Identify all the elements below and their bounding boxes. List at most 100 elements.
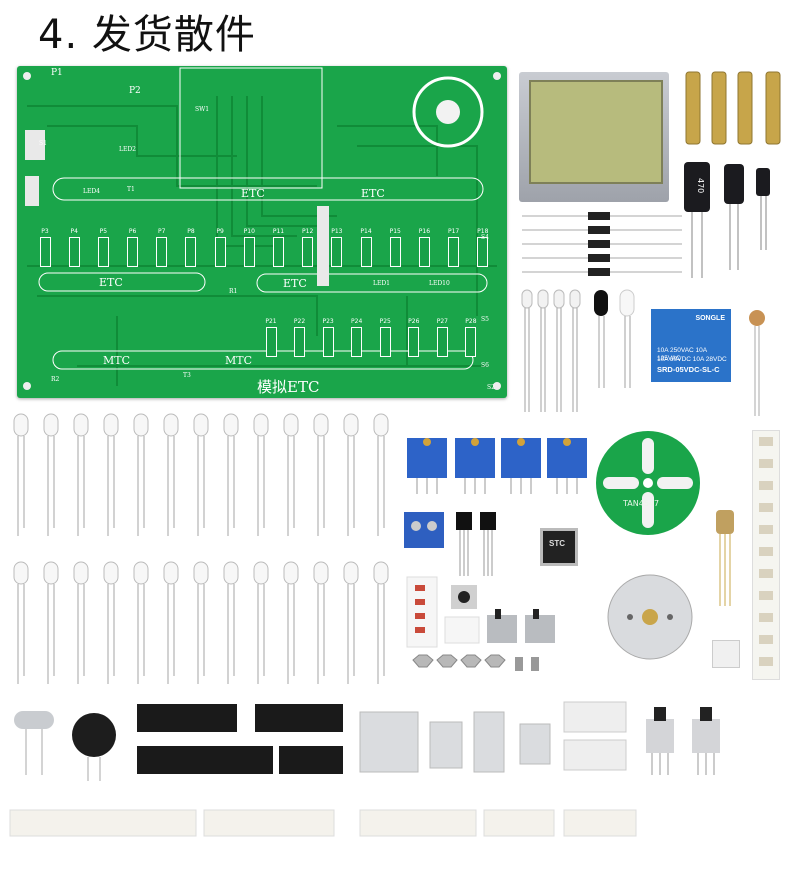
pcb-pad bbox=[243, 237, 255, 267]
disc-label: TAN4547 bbox=[622, 499, 659, 508]
encoder-disc: TAN4547 bbox=[596, 431, 700, 535]
pcb-pad-group: P7 bbox=[156, 228, 168, 267]
pcb-pad-label: P26 bbox=[408, 318, 420, 325]
led bbox=[163, 561, 179, 684]
pcb-pad-group: P9 bbox=[214, 228, 226, 267]
pcb-pad-label: P24 bbox=[351, 318, 363, 325]
led bbox=[223, 561, 239, 684]
led bbox=[343, 561, 359, 684]
led bbox=[43, 413, 59, 536]
pcb-small-label: LED2 bbox=[119, 146, 136, 153]
relay: SONGLE 10A 250VAC 10A 125VAC 10A 30VDC 1… bbox=[651, 309, 731, 382]
pcb-pad-label: P7 bbox=[158, 228, 166, 235]
pcb-pad-label: P5 bbox=[99, 228, 108, 235]
pcb-pad bbox=[389, 237, 401, 267]
relay-rating-2: 10A 30VDC 10A 28VDC bbox=[657, 356, 727, 363]
pcb-pad bbox=[127, 237, 139, 267]
pcb-label-etc-4: ETC bbox=[283, 277, 307, 290]
pcb-small-label: S2 bbox=[487, 384, 495, 391]
mcu-chip: STC bbox=[540, 528, 578, 566]
pcb-pad-group: P26 bbox=[408, 318, 420, 357]
pcb-small-label: R2 bbox=[51, 376, 60, 383]
pcb-pad bbox=[156, 237, 168, 267]
pcb-pad-label: P10 bbox=[243, 228, 255, 235]
led bbox=[163, 413, 179, 536]
pcb-pad-group: P10 bbox=[243, 228, 255, 267]
pcb-pad-group: P27 bbox=[436, 318, 448, 357]
pcb-pad bbox=[465, 327, 477, 357]
terminal-and-transistors bbox=[404, 512, 496, 576]
pcb-pad bbox=[331, 237, 343, 267]
pcb-pad-label: P21 bbox=[265, 318, 277, 325]
chip-label: STC bbox=[549, 539, 565, 548]
switches-and-buttons bbox=[406, 576, 555, 671]
led bbox=[13, 561, 29, 684]
pcb-small-label: S4 bbox=[481, 234, 489, 241]
led bbox=[253, 561, 269, 684]
pcb-pad-group: P5 bbox=[97, 228, 109, 267]
pcb-small-label: LED10 bbox=[429, 280, 450, 287]
led bbox=[283, 561, 299, 684]
pcb-pad-label: P3 bbox=[41, 228, 49, 235]
metal-can-sensor bbox=[716, 510, 734, 606]
pcb-label-main: 模拟ETC bbox=[257, 378, 320, 396]
pcb-pad-group: P28 bbox=[465, 318, 477, 357]
pcb-pad bbox=[408, 327, 420, 357]
bottom-smd-strips bbox=[9, 809, 637, 837]
electrolytic-capacitors: 470 bbox=[684, 162, 770, 278]
pcb-pad-label: P18 bbox=[477, 228, 489, 235]
led bbox=[193, 413, 209, 536]
pcb-pad-label: P13 bbox=[331, 228, 343, 235]
pcb-label-etc-1: ETC bbox=[241, 187, 265, 200]
lcd-module bbox=[519, 72, 669, 202]
pcb-pad-group: P15 bbox=[389, 228, 401, 267]
pcb-pad bbox=[39, 237, 51, 267]
pcb-small-label: S1 bbox=[39, 140, 47, 147]
pcb-pad bbox=[477, 237, 489, 267]
dc-motor bbox=[607, 574, 693, 660]
pcb-pad bbox=[418, 237, 430, 267]
pcb-pad-group: P22 bbox=[294, 318, 306, 357]
crystal-and-buzzer bbox=[14, 711, 116, 781]
push-buttons bbox=[646, 707, 720, 775]
pcb-pad bbox=[360, 237, 372, 267]
led bbox=[133, 413, 149, 536]
pcb-pad-label: P9 bbox=[216, 228, 224, 235]
led bbox=[103, 561, 119, 684]
pcb-pad bbox=[436, 327, 448, 357]
pcb-pad-label: P14 bbox=[360, 228, 372, 235]
brass-standoffs bbox=[685, 71, 781, 145]
pcb-label-mtc-1: MTC bbox=[103, 354, 131, 367]
pcb-label-etc-2: ETC bbox=[361, 187, 385, 200]
pcb-pad bbox=[214, 237, 226, 267]
pcb-pad bbox=[68, 237, 80, 267]
smd-tape-parts bbox=[359, 701, 627, 773]
pcb-pad-label: P11 bbox=[272, 228, 285, 235]
pcb-small-label: R1 bbox=[229, 288, 238, 295]
led bbox=[373, 413, 389, 536]
pcb-small-label: S5 bbox=[481, 316, 489, 323]
pcb-small-label: P1 bbox=[51, 68, 63, 78]
smd-strip-vertical bbox=[752, 430, 780, 680]
pcb-small-label: LED4 bbox=[83, 188, 100, 195]
pcb-pad-group: P6 bbox=[127, 228, 139, 267]
led bbox=[343, 413, 359, 536]
pcb-pad-label: P22 bbox=[293, 318, 306, 325]
pcb-pad bbox=[351, 327, 363, 357]
pcb-pad-group: P8 bbox=[185, 228, 197, 267]
led-rows bbox=[13, 413, 389, 684]
led bbox=[133, 561, 149, 684]
led bbox=[283, 413, 299, 536]
pcb-pad-label: P23 bbox=[322, 318, 334, 325]
relay-model: SRD-05VDC-SL-C bbox=[657, 365, 720, 374]
pcb-pad bbox=[97, 237, 109, 267]
pcb-pad bbox=[185, 237, 197, 267]
pcb-pad-label: P28 bbox=[465, 318, 477, 325]
pcb-pad bbox=[273, 237, 284, 267]
pcb-small-label: SW1 bbox=[195, 106, 210, 113]
pcb-pad-group: P13 bbox=[331, 228, 343, 267]
pcb-pad-group: P12 bbox=[302, 228, 314, 267]
